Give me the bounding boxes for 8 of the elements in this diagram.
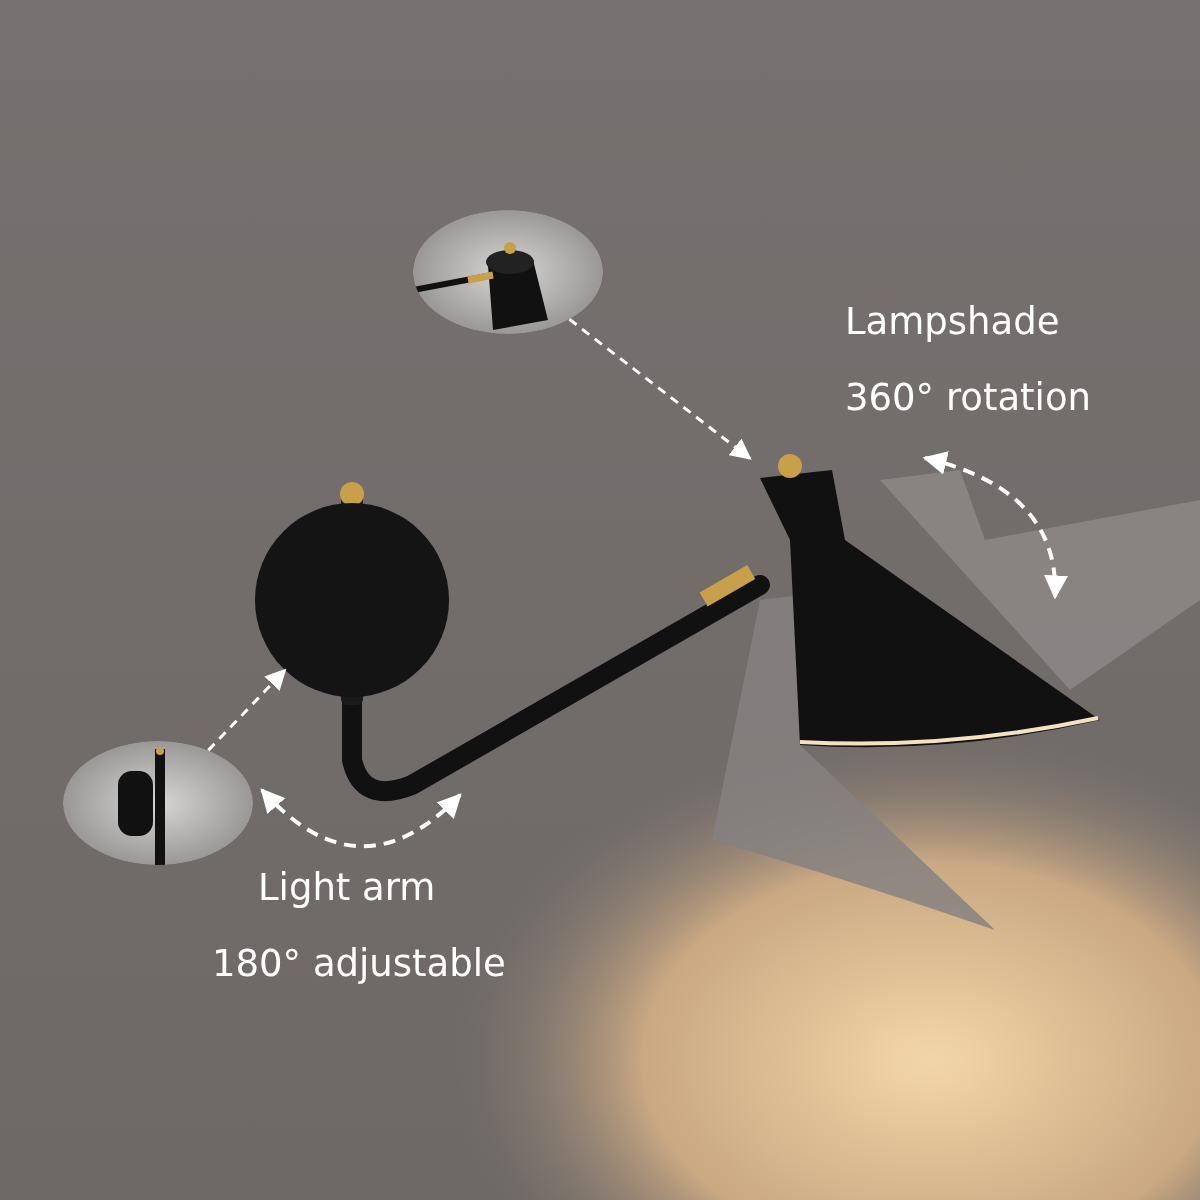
rotation-label: 360° rotation [845, 378, 1091, 419]
inset-photo [413, 210, 603, 334]
part-label: Lampshade [845, 302, 1060, 343]
part-label: Light arm [258, 868, 436, 909]
leader-arrow [207, 668, 287, 752]
leader-arrow [568, 318, 752, 460]
inset-photo [63, 741, 253, 865]
rotation-label: 180° adjustable [212, 944, 506, 985]
